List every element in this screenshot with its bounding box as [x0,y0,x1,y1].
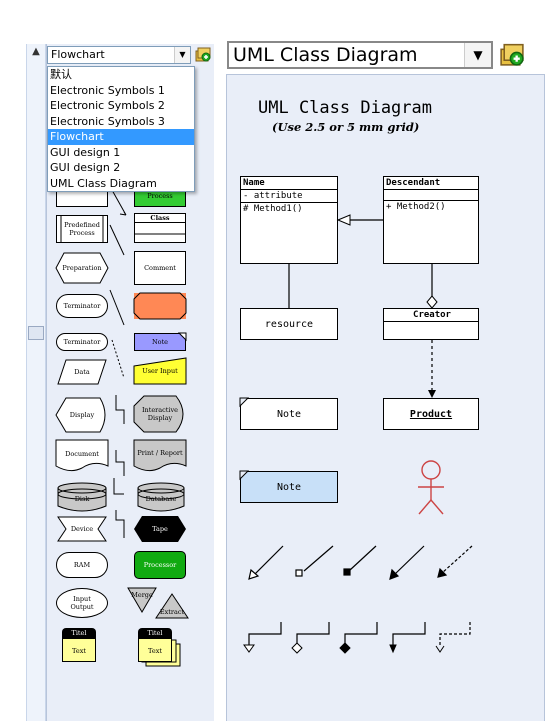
uml-note-label: Note [276,408,302,420]
dropdown-option[interactable]: Electronic Symbols 1 [50,83,165,97]
uml-class-name-method: # Method1() [243,204,303,214]
add-library-icon[interactable] [194,45,212,63]
shape-class[interactable]: Class [134,213,186,243]
shape-ram-label: RAM [73,561,91,569]
chevron-down-icon[interactable]: ▼ [464,43,491,67]
shape-data-label: Data [74,368,90,376]
uml-class-descendant-method: + Method2() [386,202,446,212]
shape-data[interactable]: Data [58,360,106,384]
dropdown-option[interactable]: 默认 [50,68,72,81]
shape-print-report-label: Print / Report [137,449,183,457]
shape-text-stack-label: Text [138,638,172,662]
shape-database[interactable]: Database [138,483,184,511]
shape-device[interactable]: Device [58,517,106,541]
uml-creator[interactable]: Creator [383,308,479,340]
uml-note-blue-label: Note [276,481,302,493]
shape-extract-label: Extract [159,608,185,616]
shape-extract[interactable]: Extract [156,594,188,618]
shape-process-label: Process [147,192,173,200]
shape-title-text-stack[interactable]: Titel Text [138,628,172,662]
shape-title-stack-label: Titel [138,628,172,638]
shape-processor-label: Processor [143,561,177,569]
shape-print-report[interactable]: Print / Report [134,440,186,472]
uml-resource-label: resource [264,318,314,330]
shape-database-label: Database [145,495,177,503]
vertical-scrollbar[interactable]: ▲ [26,44,46,721]
shape-merge[interactable]: Merge [128,588,156,612]
shape-display[interactable]: Display [56,398,108,432]
uml-class-name[interactable]: Name - attribute # Method1() [240,176,338,264]
shape-comment[interactable]: Comment [134,251,186,285]
uml-note[interactable]: Note [240,398,338,430]
uml-product[interactable]: Product [383,398,479,430]
library-select-value: Flowchart [51,47,105,63]
shape-input-output[interactable]: Input Output [56,588,108,618]
uml-class-descendant-attrs [384,190,478,201]
shape-disk-label: Disk [74,495,90,503]
library-select-uml-value: UML Class Diagram [233,44,418,66]
shape-ram[interactable]: RAM [56,552,108,578]
shape-disk[interactable]: Disk [58,483,106,511]
shape-terminator-small-label: Terminator [63,338,101,346]
shape-terminator-label: Terminator [63,302,101,310]
chevron-down-icon[interactable]: ▼ [174,47,190,63]
library-select-uml[interactable]: UML Class Diagram ▼ [227,41,493,69]
shape-predefined-process[interactable]: Predefined Process [56,215,108,243]
shape-note-label: Note [151,338,169,346]
uml-product-label: Product [409,408,453,420]
shape-comment-label: Comment [144,264,176,272]
shape-input-output-label: Input Output [70,595,94,611]
shape-jump-label: Jump [151,302,169,310]
shape-merge-label: Merge [131,591,153,599]
dropdown-option[interactable]: GUI design 2 [50,161,121,174]
shape-document[interactable]: Document [56,440,108,472]
shape-interactive-display-label: Interactive Display [141,406,179,422]
dropdown-option[interactable]: UML Class Diagram [50,176,157,190]
diagram-subtitle: (Use 2.5 or 5 mm grid) [272,120,420,134]
left-panel: ▲ Flowchart ▼ Process Predefined Process… [0,0,214,721]
shape-document-label: Document [65,450,99,458]
shape-device-label: Device [70,525,94,533]
shape-preparation-label: Preparation [62,264,102,272]
uml-resource[interactable]: resource [240,308,338,340]
dropdown-option[interactable]: GUI design 1 [50,145,121,159]
shape-tape[interactable]: Tape [134,516,186,542]
shape-processor[interactable]: Processor [134,551,186,579]
uml-class-name-header: Name [241,177,337,190]
shape-display-label: Display [69,411,95,419]
shape-title-label: Titel [62,628,96,638]
diagram-title: UML Class Diagram [258,98,432,118]
dropdown-option[interactable]: Electronic Symbols 3 [50,114,165,128]
shape-title-text[interactable]: Titel Text [62,628,96,662]
shape-text-label: Text [62,638,96,662]
library-dropdown-list[interactable]: 默认 Electronic Symbols 1 Electronic Symbo… [47,66,195,192]
uml-class-descendant[interactable]: Descendant + Method2() [383,176,479,264]
shape-preparation[interactable]: Preparation [56,253,108,283]
shape-tape-label: Tape [152,525,168,533]
shape-jump[interactable]: Jump [134,293,186,319]
scroll-thumb[interactable] [28,326,44,340]
dropdown-option-selected[interactable]: Flowchart [48,129,194,145]
shape-terminator-small[interactable]: Terminator [56,333,108,351]
shape-terminator[interactable]: Terminator [56,294,108,318]
uml-class-name-attribute: - attribute [241,190,337,203]
shape-interactive-display[interactable]: Interactive Display [134,396,186,432]
shape-predefined-process-label: Predefined Process [64,221,100,237]
dropdown-option[interactable]: Electronic Symbols 2 [50,99,165,112]
library-select[interactable]: Flowchart ▼ [47,46,191,64]
shape-user-input-label: User Input [142,367,178,375]
shape-note[interactable]: Note [134,333,186,351]
add-library-icon[interactable] [498,40,526,68]
scroll-up-arrow-icon[interactable]: ▲ [32,46,40,57]
uml-creator-header: Creator [384,309,478,322]
uml-note-blue[interactable]: Note [240,471,338,503]
uml-class-descendant-header: Descendant [384,177,478,190]
shape-class-label: Class [135,214,185,223]
shape-user-input[interactable]: User Input [134,358,186,384]
